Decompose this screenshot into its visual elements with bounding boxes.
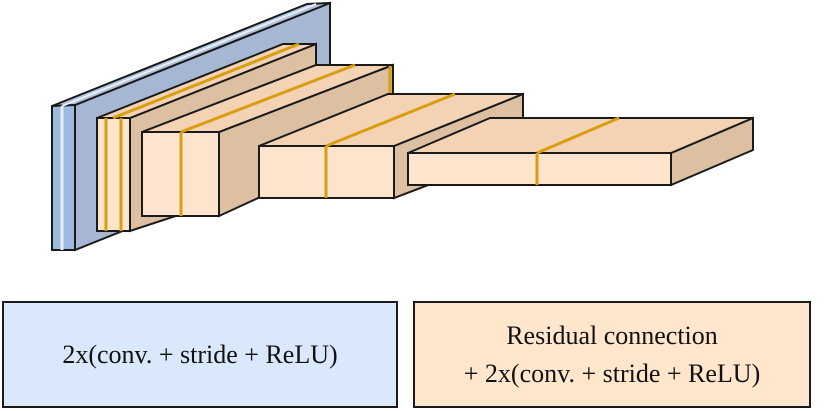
network-architecture-diagram bbox=[51, 1, 754, 252]
residual-block-4-front-face bbox=[407, 152, 672, 186]
residual-block-4-stripe-top bbox=[536, 116, 620, 155]
legend-residual-label-line2: + 2x(conv. + stride + ReLU) bbox=[463, 358, 761, 388]
legend-conv-label: 2x(conv. + stride + ReLU) bbox=[62, 339, 338, 369]
legend-residual-box: Residual connection + 2x(conv. + stride … bbox=[413, 301, 811, 408]
legend-conv-box: 2x(conv. + stride + ReLU) bbox=[2, 301, 398, 408]
residual-block-1-front-face bbox=[96, 117, 131, 232]
conv-block-stripe-top bbox=[61, 3, 317, 107]
legend-residual-label-line1: Residual connection bbox=[506, 320, 718, 350]
residual-block-4 bbox=[407, 116, 754, 187]
residual-block-3-stripe-top bbox=[325, 92, 456, 148]
residual-block-2-stripe-top bbox=[180, 63, 356, 134]
residual-block-1-stripe-top bbox=[112, 42, 300, 120]
